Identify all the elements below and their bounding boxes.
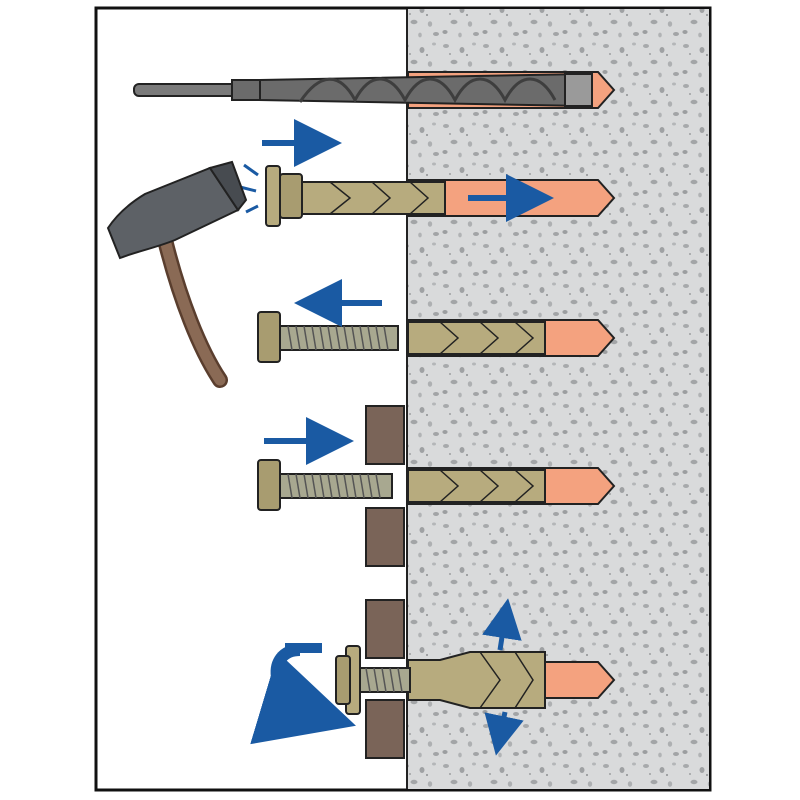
anchor-sleeve-5 — [407, 651, 546, 709]
anchor-sleeve-3 — [407, 321, 546, 355]
drill-bit-icon — [133, 72, 594, 108]
impact-lines — [239, 163, 259, 214]
step-5-tighten — [250, 598, 616, 759]
fixture-top-5 — [365, 599, 405, 659]
bolt-icon-3 — [257, 311, 399, 363]
step-4-insert-bolt — [257, 405, 616, 567]
expand-arrow-up — [482, 598, 522, 651]
anchor-sleeve-2 — [299, 181, 446, 215]
fixture-bottom-4 — [365, 507, 405, 567]
bolt-head-2 — [265, 165, 303, 227]
step-1-drill — [133, 71, 616, 109]
step-3-remove-bolt — [257, 279, 616, 363]
fixture-top-4 — [365, 405, 405, 465]
anchor-sleeve-4 — [407, 469, 546, 503]
fixture-bottom-5 — [365, 699, 405, 759]
expand-arrow-down — [484, 711, 524, 756]
bolt-icon-4 — [257, 459, 393, 511]
step-2-hammer — [106, 119, 616, 388]
hammer-icon — [106, 160, 248, 388]
